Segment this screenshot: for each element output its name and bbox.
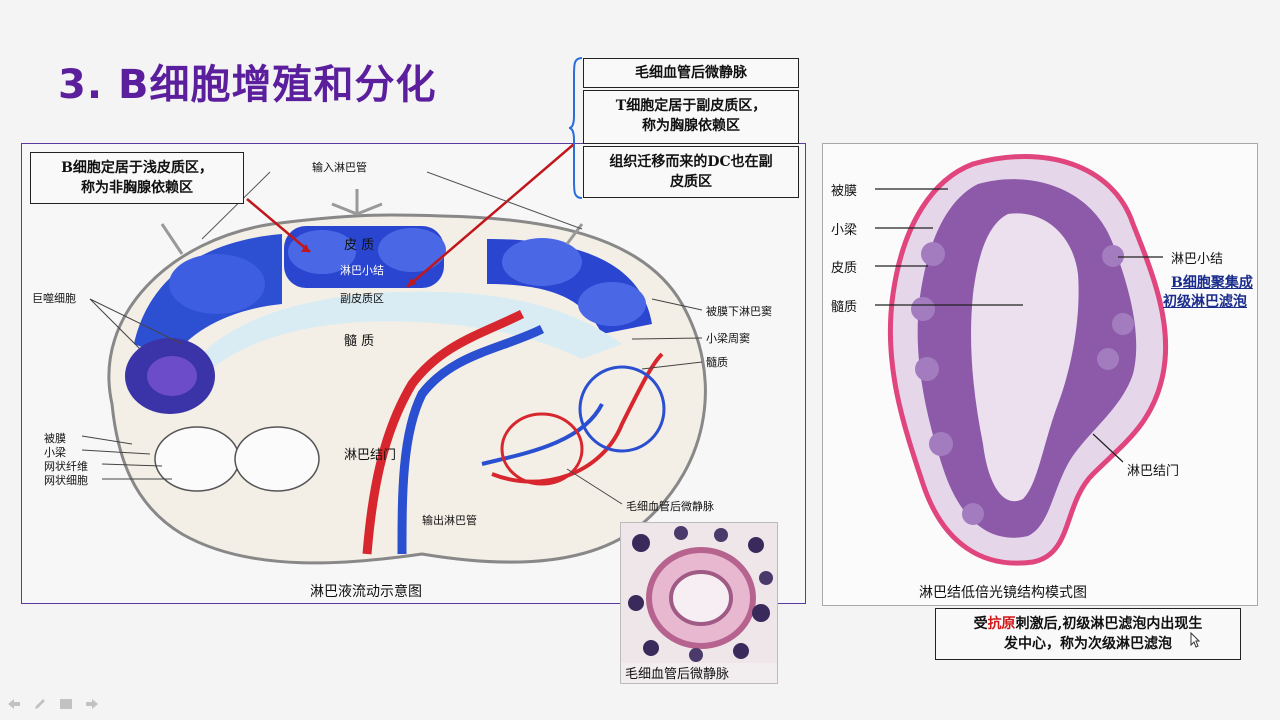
note-pre: 受 (973, 616, 988, 632)
micrograph-image (621, 523, 777, 663)
label-nodule: 淋巴小结 (340, 264, 384, 277)
note-post: 刺激后,初级淋巴滤泡内出现生 (1015, 616, 1203, 632)
slide-menu-button[interactable] (58, 696, 74, 710)
callout-b-cell-line2: 称为非胸腺依赖区 (81, 180, 193, 196)
label-macrophage: 巨噬细胞 (32, 292, 76, 305)
menu-icon (60, 699, 72, 709)
label-medulla-right: 髓质 (706, 356, 728, 369)
label-medulla: 髓 质 (344, 334, 375, 349)
note-highlight-antigen: 抗原 (987, 616, 1016, 632)
label-subcapsular-sinus: 被膜下淋巴窦 (706, 305, 772, 318)
label-hev: 毛细血管后微静脉 (626, 500, 714, 513)
label-r-capsule: 被膜 (831, 184, 858, 199)
label-r-trabecula: 小梁 (831, 223, 858, 238)
label-hilum: 淋巴结门 (344, 448, 397, 463)
next-slide-button[interactable] (84, 696, 100, 710)
label-reticular-fiber: 网状纤维 (44, 460, 88, 473)
note-line2: 发中心，称为次级淋巴滤泡 (1004, 636, 1172, 652)
label-efferent-lymph: 输出淋巴管 (422, 514, 477, 527)
callout-dc: 组织迁移而来的DC也在副 皮质区 (583, 146, 799, 198)
label-r-nodule: 淋巴小结 (1171, 252, 1224, 267)
callout-t-cell-line2: 称为胸腺依赖区 (642, 118, 740, 134)
arrow-right-icon (86, 699, 98, 709)
secondary-follicle-note: 受抗原刺激后,初级淋巴滤泡内出现生 发中心，称为次级淋巴滤泡 (935, 608, 1241, 660)
label-trabecula: 小梁 (44, 446, 66, 459)
callout-hev: 毛细血管后微静脉 (583, 58, 799, 88)
label-b-follicle-line2: 初级淋巴滤泡 (1163, 294, 1247, 310)
callout-t-cell: T细胞定居于副皮质区， 称为胸腺依赖区 (583, 90, 799, 144)
lymph-node-illustration (81, 144, 707, 565)
callout-t-cell-line1: T细胞定居于副皮质区， (615, 98, 767, 114)
prev-slide-button[interactable] (6, 696, 22, 710)
label-r-medulla: 髓质 (831, 300, 858, 315)
callout-hev-text: 毛细血管后微静脉 (635, 65, 747, 81)
callout-b-cell-line1: B细胞定居于浅皮质区， (61, 160, 213, 176)
label-capsule: 被膜 (44, 432, 66, 445)
right-diagram-caption: 淋巴结低倍光镜结构模式图 (919, 585, 1087, 601)
slideshow-toolbar (6, 696, 100, 710)
lymph-node-histology-panel: 被膜 小梁 皮质 髓质 淋巴小结 B细胞聚集成 初级淋巴滤泡 淋巴结门 淋巴结低… (822, 143, 1258, 606)
label-cortex: 皮 质 (344, 238, 375, 253)
lymph-flow-diagram-panel: 输入淋巴管 皮 质 淋巴小结 副皮质区 髓 质 淋巴结门 巨噬细胞 被膜 小梁 … (21, 143, 806, 604)
brace-icon (568, 57, 583, 199)
label-r-hilum: 淋巴结门 (1127, 464, 1180, 479)
arrow-left-icon (8, 699, 20, 709)
label-reticular-cell: 网状细胞 (44, 474, 88, 487)
left-diagram-caption: 淋巴液流动示意图 (310, 584, 422, 600)
pen-tool-button[interactable] (32, 696, 48, 710)
cursor-icon (1190, 632, 1200, 648)
micrograph-caption: 毛细血管后微静脉 (625, 667, 730, 682)
label-r-cortex: 皮质 (831, 261, 858, 276)
callout-b-cell-cortex: B细胞定居于浅皮质区， 称为非胸腺依赖区 (30, 152, 244, 204)
label-peritrabecular-sinus: 小梁周窦 (706, 332, 750, 345)
slide-title: 3. B细胞增殖和分化 (58, 62, 437, 108)
callout-dc-line1: 组织迁移而来的DC也在副 (609, 154, 773, 170)
lymph-node-histology-illustration (875, 154, 1169, 566)
pen-icon (35, 699, 45, 709)
note-line1: 受抗原刺激后,初级淋巴滤泡内出现生 (936, 614, 1240, 634)
label-b-follicle-line1: B细胞聚集成 (1171, 275, 1253, 291)
label-paracortex: 副皮质区 (340, 292, 384, 305)
callout-dc-line2: 皮质区 (670, 174, 712, 190)
label-afferent-lymph: 输入淋巴管 (312, 161, 367, 174)
hev-micrograph: 毛细血管后微静脉 (620, 522, 778, 684)
